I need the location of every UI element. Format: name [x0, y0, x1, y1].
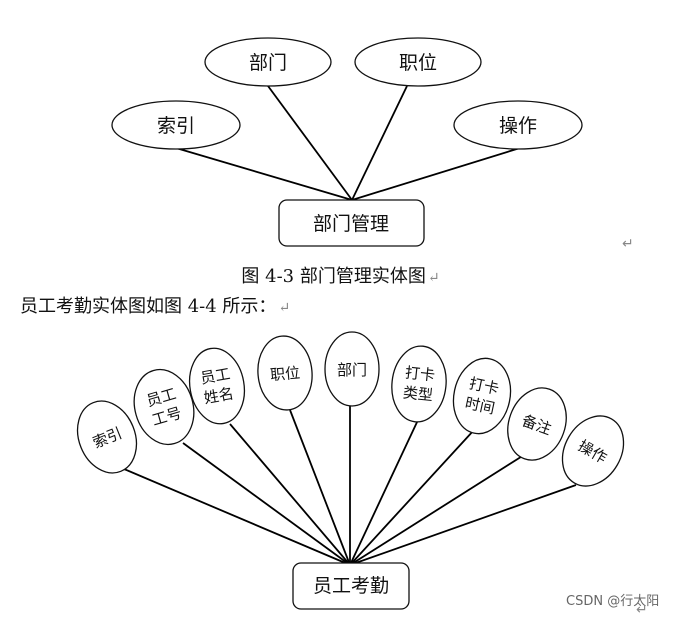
attr-label-bumen: 部门 [249, 52, 287, 74]
edge-suoyin [175, 147, 353, 201]
attr-label-att-daka-shijian-2: 时间 [463, 394, 496, 418]
entity-label-department: 部门管理 [313, 213, 389, 235]
paragraph-text: 员工考勤实体图如图 4-4 所示： [20, 296, 277, 317]
attr-ellipse-caozuo [453, 100, 583, 150]
attr-label-att-bumen: 部门 [337, 361, 367, 379]
attr-ellipse-att-bumen [324, 331, 380, 407]
caption-return-mark: ↵ [427, 270, 440, 286]
edge-att-3 [289, 409, 351, 566]
edge-att-2 [229, 423, 351, 566]
attr-label-zhiwei: 职位 [399, 52, 437, 74]
attr-ellipse-att-zhiwei [257, 335, 313, 411]
attr-ellipse-att-daka-leixing [391, 345, 447, 423]
edge-att-1 [182, 442, 351, 566]
edge-att-6 [349, 429, 475, 566]
attr-ellipse-suoyin [111, 100, 241, 150]
entity-label-attendance: 员工考勤 [313, 575, 389, 597]
entity-box-department [278, 199, 425, 247]
attr-label-att-zhiwei: 职位 [269, 364, 300, 385]
attr-label-caozuo: 操作 [499, 115, 537, 137]
attr-label-att-daka-leixing-1: 打卡 [404, 364, 436, 385]
attr-label-suoyin: 索引 [157, 115, 195, 137]
edge-att-8 [349, 484, 577, 566]
attr-ellipse-att-beizhu [507, 387, 567, 461]
diagram-department-management: 部门 职位 索引 操作 部门管理 [111, 37, 583, 247]
edge-caozuo [351, 147, 521, 201]
edge-att-0 [123, 468, 351, 566]
watermark: CSDN @行太阳 [566, 594, 660, 609]
attr-label-att-xingming-2: 姓名 [202, 384, 235, 407]
attr-ellipse-att-caozuo [561, 415, 625, 487]
attr-ellipse-zhiwei [354, 37, 482, 87]
diagram-attendance: 索引 员工 工号 员工 姓名 职位 部门 打卡 类型 打卡 时间 [76, 331, 625, 610]
attr-ellipse-att-daka-shijian [452, 357, 512, 435]
figure-caption: 图 4-3 部门管理实体图↵ [0, 262, 681, 288]
attr-label-att-daka-leixing-2: 类型 [402, 383, 434, 404]
return-mark-2: ↵ [636, 602, 648, 618]
attr-label-att-daka-shijian-1: 打卡 [468, 374, 501, 398]
edge-att-5 [349, 419, 419, 566]
entity-box-attendance [292, 562, 410, 610]
attr-ellipse-att-suoyin [76, 400, 138, 474]
return-mark-1: ↵ [622, 236, 634, 252]
edge-zhiwei [351, 85, 408, 201]
body-paragraph: 员工考勤实体图如图 4-4 所示：↵ [20, 292, 290, 318]
attr-ellipse-bumen [204, 37, 332, 87]
paragraph-return-mark: ↵ [278, 300, 291, 316]
edge-att-7 [349, 454, 525, 566]
caption-text: 图 4-3 部门管理实体图 [241, 266, 426, 287]
attr-label-att-xingming-1: 员工 [199, 365, 232, 388]
attr-ellipse-att-xingming [188, 347, 246, 425]
edge-bumen [267, 85, 353, 201]
